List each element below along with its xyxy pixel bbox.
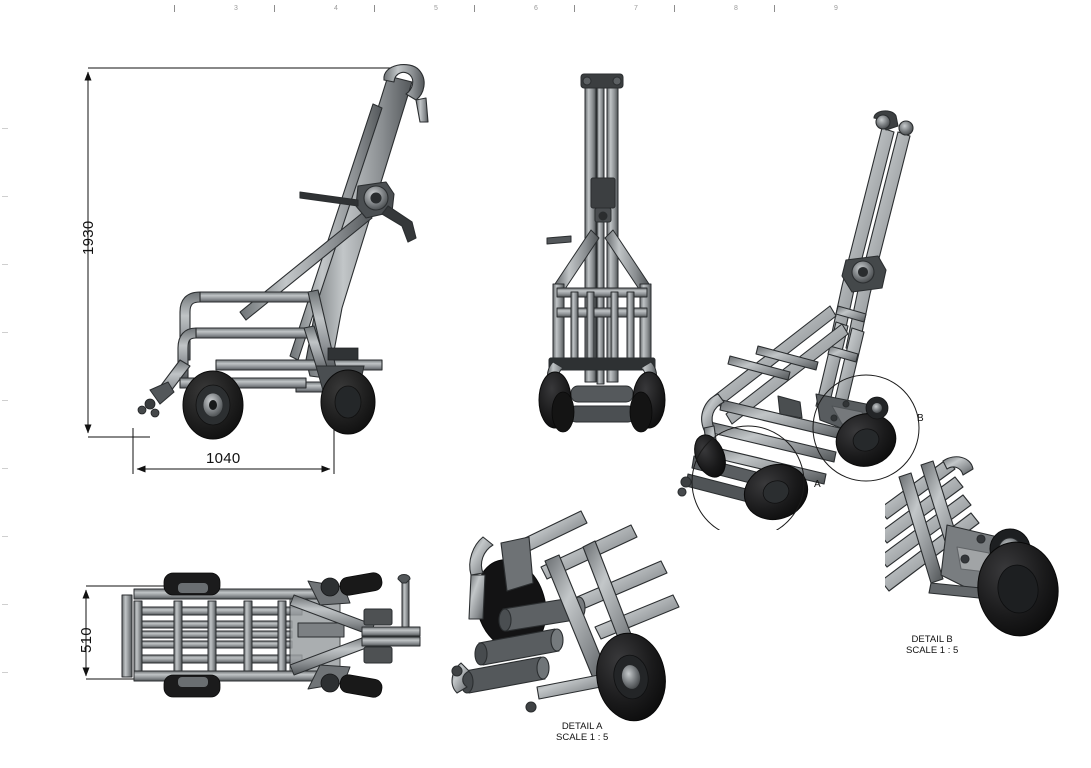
callout-letter-b: B bbox=[917, 413, 924, 424]
ruler-number: 5 bbox=[434, 5, 438, 12]
ruler-number: 4 bbox=[334, 5, 338, 12]
front-view-wheels bbox=[538, 371, 666, 433]
side-view-nose-fitting bbox=[137, 381, 175, 418]
detail-a-view bbox=[451, 510, 680, 722]
detail-b-circle bbox=[812, 374, 920, 482]
side-view-main-wheel bbox=[182, 370, 244, 440]
detail-a-circle bbox=[691, 425, 805, 530]
ruler-number: 8 bbox=[734, 5, 738, 12]
dimension-label-height: 1930 bbox=[80, 220, 97, 255]
ruler-number: 9 bbox=[834, 5, 838, 12]
top-view bbox=[121, 572, 421, 698]
ruler-number: 6 bbox=[534, 5, 538, 12]
callout-letter-a: A bbox=[814, 479, 821, 490]
detail-b-view bbox=[885, 456, 1059, 637]
front-view bbox=[538, 73, 666, 433]
detail-a-title: DETAIL A bbox=[561, 721, 603, 732]
ruler-number: 3 bbox=[234, 5, 238, 12]
ruler-number: 7 bbox=[634, 5, 638, 12]
detail-a-wheel bbox=[596, 632, 666, 722]
top-ruler: 3 4 5 6 7 8 9 bbox=[0, 0, 1091, 22]
dimension-label-width: 510 bbox=[78, 627, 95, 653]
detail-a-caption: DETAIL A SCALE 1 : 5 bbox=[556, 721, 608, 743]
detail-b-scale: SCALE 1 : 5 bbox=[906, 645, 959, 656]
side-view bbox=[137, 64, 429, 440]
detail-b-wheel bbox=[977, 541, 1059, 637]
isometric-main-wheel bbox=[743, 463, 809, 521]
side-view-caster-wheel bbox=[315, 347, 376, 435]
detail-b-caption: DETAIL B SCALE 1 : 5 bbox=[906, 634, 958, 656]
top-view-wheels bbox=[163, 572, 383, 698]
left-ruler bbox=[0, 0, 12, 768]
dimension-label-length: 1040 bbox=[206, 450, 241, 467]
detail-a-scale: SCALE 1 : 5 bbox=[556, 732, 609, 743]
isometric-view bbox=[677, 110, 920, 530]
isometric-rear-wheel bbox=[694, 434, 726, 478]
isometric-caster-wheel bbox=[835, 396, 897, 467]
detail-b-title: DETAIL B bbox=[911, 634, 953, 645]
